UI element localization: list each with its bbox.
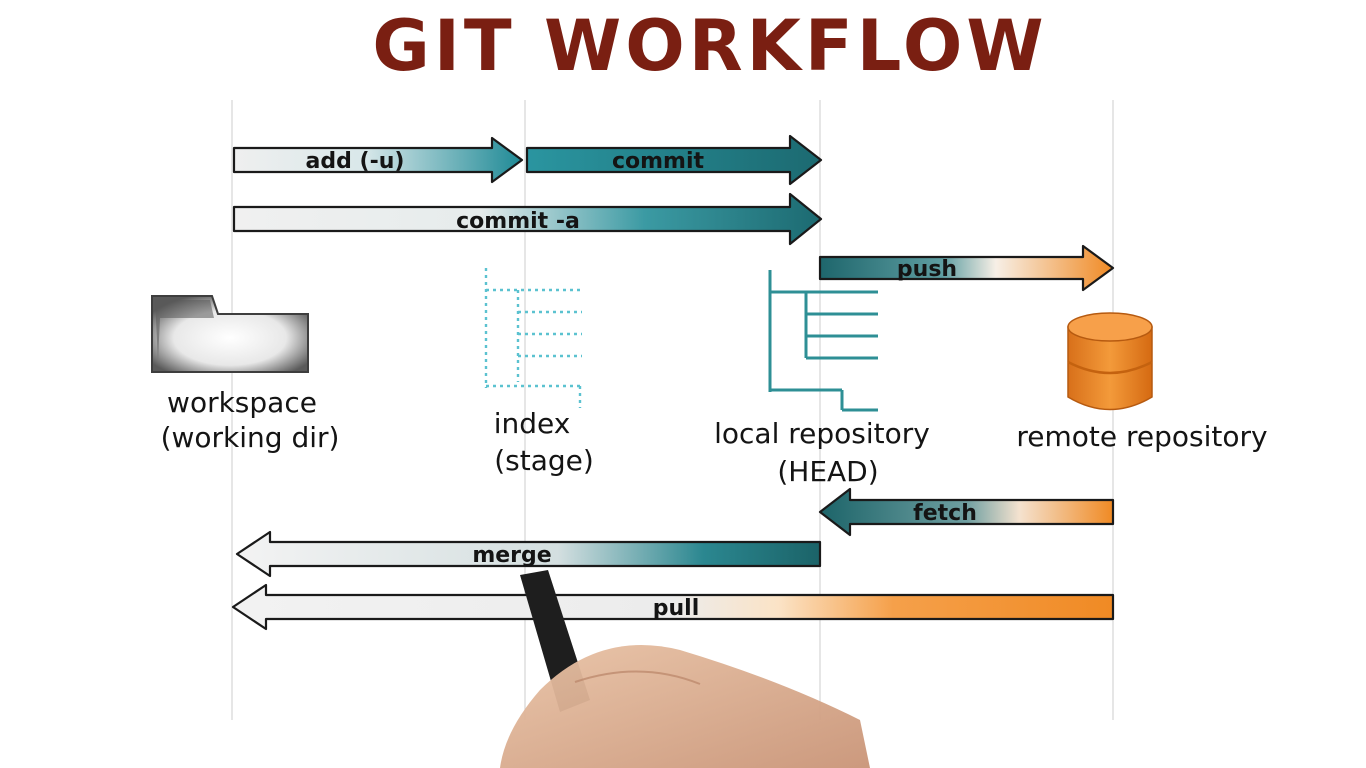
node-index-name: index — [494, 407, 571, 440]
node-remote-repository-name: remote repository — [1016, 420, 1267, 453]
dotted-tree-icon — [484, 268, 582, 408]
node-index: index (stage) — [494, 407, 594, 477]
merge-arrow-shape — [235, 530, 822, 578]
commit-a-arrow: commit -a — [232, 192, 823, 246]
hand-knuckle-line — [574, 670, 701, 685]
commit-arrow-shape — [525, 134, 823, 186]
fetch-arrow: fetch — [818, 487, 1115, 537]
database-icon — [1067, 312, 1153, 411]
hand — [500, 645, 870, 768]
pull-arrow-label: pull — [653, 596, 700, 621]
push-arrow-label: push — [897, 257, 957, 282]
fetch-arrow-label: fetch — [913, 501, 977, 526]
database-icon-band — [1067, 360, 1153, 375]
merge-arrow-label: merge — [472, 543, 551, 568]
database-icon-body — [1067, 326, 1153, 411]
node-local-repository-subtitle: (HEAD) — [777, 455, 878, 488]
node-local-repository-name: local repository — [714, 417, 930, 450]
node-workspace-subtitle: (working dir) — [161, 421, 340, 454]
commit-a-arrow-label: commit -a — [456, 209, 580, 234]
lane-dividers — [231, 100, 1114, 720]
add-arrow-shape — [232, 136, 524, 184]
fetch-arrow-shape — [818, 487, 1115, 537]
node-workspace: workspace (working dir) — [161, 386, 340, 454]
database-icon-top — [1067, 312, 1153, 342]
push-arrow-shape — [818, 244, 1115, 292]
hand-with-marker — [500, 570, 870, 768]
node-local-repository: local repository (HEAD) — [714, 417, 930, 488]
merge-arrow: merge — [235, 530, 822, 578]
tree-icon — [768, 270, 878, 412]
node-remote-repository: remote repository — [1016, 420, 1267, 453]
commit-arrow: commit — [525, 134, 823, 186]
folder-icon — [151, 295, 309, 373]
commit-a-arrow-shape — [232, 192, 823, 246]
diagram-title: GIT WORKFLOW — [372, 5, 1047, 87]
pull-arrow: pull — [231, 583, 1115, 631]
node-index-subtitle: (stage) — [494, 444, 594, 477]
folder-icon-shadow — [155, 300, 214, 360]
add-arrow: add (-u) — [232, 136, 524, 184]
node-workspace-name: workspace — [167, 386, 317, 419]
pull-arrow-shape — [231, 583, 1115, 631]
add-arrow-label: add (-u) — [306, 149, 405, 174]
commit-arrow-label: commit — [612, 149, 705, 174]
push-arrow: push — [818, 244, 1115, 292]
